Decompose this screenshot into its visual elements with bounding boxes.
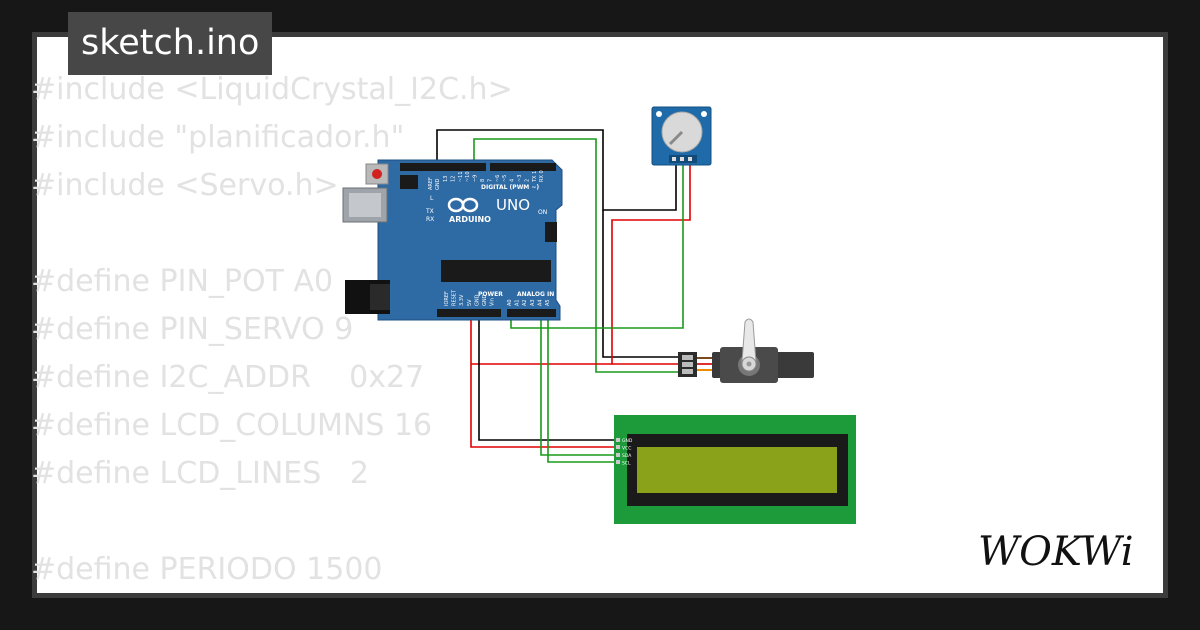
- wires: [436, 129, 691, 463]
- code-line: #define I2C_ADDR 0x27: [31, 360, 425, 395]
- code-line: #include "planificador.h": [31, 120, 405, 155]
- code-line: #include <Servo.h>: [31, 168, 339, 203]
- digital-pin-label: ~10: [465, 171, 471, 182]
- code-background: #include <LiquidCrystal_I2C.h> #include "…: [31, 66, 513, 594]
- digital-pin-label: ~11: [458, 171, 464, 182]
- digital-pin-label: RX 0: [539, 170, 545, 182]
- digital-pin-label: 8: [480, 179, 486, 182]
- code-line: #define LCD_LINES 2: [31, 456, 369, 491]
- code-line: #include <LiquidCrystal_I2C.h>: [31, 72, 513, 107]
- power-pin-label: GND: [482, 294, 488, 306]
- header-pin-label: AREF: [428, 177, 434, 190]
- lcd-pin-label: VCC: [622, 446, 631, 452]
- power-pin-label: GND: [474, 294, 480, 306]
- wokwi-logo-icon: WOKWi: [978, 529, 1134, 575]
- digital-pin-label: ~9: [473, 175, 479, 182]
- digital-pin-label: ~5: [502, 175, 508, 182]
- wire-gnd-lcd: [478, 316, 618, 441]
- code-line: #define PIN_SERVO 9: [31, 312, 354, 347]
- analog-pin-label: A5: [545, 299, 551, 306]
- analog-pin-label: A1: [515, 299, 521, 306]
- power-pin-label: 3.3V: [459, 294, 465, 306]
- lcd-pin-label: SDA: [622, 453, 632, 459]
- l-led-label: L: [430, 195, 434, 202]
- digital-pin-label: 4: [510, 179, 516, 182]
- digital-pin-label: 13: [443, 176, 449, 182]
- code-line: #define LCD_COLUMNS 16: [31, 408, 433, 443]
- arduino-logo-icon: [447, 197, 479, 213]
- digital-pin-label: TX 1: [532, 171, 538, 183]
- analog-header-label: ANALOG IN: [517, 291, 554, 298]
- analog-pin-label: A4: [537, 299, 543, 306]
- wokwi-brand-text: WOKWi: [978, 529, 1134, 575]
- wire-5v: [470, 316, 618, 448]
- header-pin-label: GND: [435, 178, 441, 190]
- power-pin-label: 5V: [467, 299, 473, 306]
- analog-pin-label: A0: [507, 299, 513, 306]
- sketch-title[interactable]: sketch.ino: [68, 12, 273, 75]
- microcontroller-chip: [441, 260, 551, 282]
- wire-sda: [540, 316, 618, 456]
- digital-pin-label: 7: [487, 179, 493, 182]
- power-pin-label: IOREF: [444, 291, 450, 306]
- arduino-brand-label: ARDUINO: [449, 215, 491, 224]
- arduino-model-label: UNO: [496, 196, 530, 214]
- digital-pin-label: 12: [450, 176, 456, 182]
- code-line: #define PIN_POT A0: [31, 264, 334, 299]
- lcd-pin-label: GND: [622, 438, 633, 444]
- lcd-pin-label: SCL: [622, 461, 631, 467]
- digital-pin-label: ~6: [495, 175, 501, 182]
- wire-gnd-servo: [602, 210, 681, 358]
- digital-pin-label: 2: [524, 179, 530, 182]
- code-line: #define PERIODO 1500: [31, 552, 383, 587]
- wire-vcc-pot-servo: [611, 160, 691, 365]
- power-pin-label: RESET: [452, 289, 458, 306]
- wire-scl: [547, 316, 618, 463]
- power-header-label: POWER: [478, 291, 503, 298]
- on-led-label: ON: [538, 209, 547, 216]
- wire-gnd-pot: [436, 129, 677, 211]
- wire-servo-signal: [473, 138, 681, 373]
- arduino-uno-board: ARDUINO UNO DIGITAL (PWM ~) ON L TX RX P…: [342, 159, 563, 321]
- potentiometer: [651, 106, 712, 166]
- servo-horn: [741, 318, 757, 363]
- tx-led-label: TX: [425, 208, 434, 215]
- servo-motor: [678, 318, 814, 383]
- analog-pin-label: A3: [530, 299, 536, 306]
- wire-pot-signal: [510, 160, 684, 329]
- analog-pin-label: A2: [522, 299, 528, 306]
- rx-led-label: RX: [426, 216, 434, 223]
- digital-pin-label: ~3: [517, 175, 523, 182]
- digital-header-label: DIGITAL (PWM ~): [481, 184, 539, 191]
- lcd-screen: [637, 447, 837, 493]
- power-pin-label: Vin: [490, 298, 496, 306]
